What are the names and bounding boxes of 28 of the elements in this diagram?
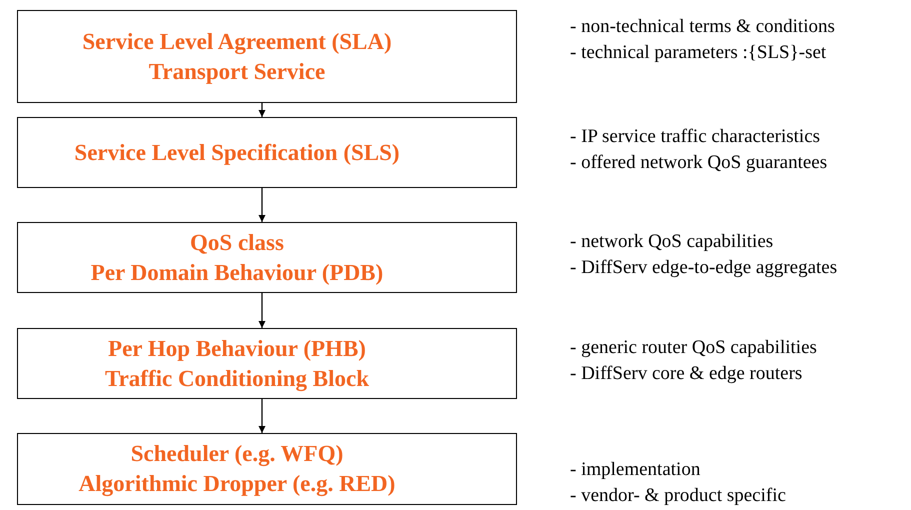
process-box — [17, 117, 517, 188]
bullet-note: - implementation — [570, 458, 702, 482]
box-label: Service Level Specification (SLS) — [74, 138, 400, 167]
box-label: Traffic Conditioning Block — [104, 364, 370, 394]
box-label: Per Hop Behaviour (PHB) — [108, 334, 366, 363]
process-box — [17, 433, 517, 505]
bullet-note: - DiffServ core & edge routers — [570, 362, 804, 386]
bullet-note: - network QoS capabilities — [570, 230, 774, 254]
bullet-note: - generic router QoS capabilities — [570, 336, 817, 360]
process-box — [17, 328, 517, 399]
box-label: Service Level Agreement (SLA) — [82, 28, 392, 56]
box-label: Scheduler (e.g. WFQ) — [130, 440, 344, 468]
bullet-note: - non-technical terms & conditions — [570, 15, 835, 39]
bullet-note: - offered network QoS guarantees — [570, 151, 828, 175]
box-label: QoS class — [190, 228, 284, 256]
arrow — [258, 399, 266, 433]
arrow — [258, 103, 266, 117]
process-box — [17, 10, 517, 103]
bullet-note: - technical parameters :{SLS}-set — [570, 41, 828, 65]
bullet-note: - vendor- & product specific — [570, 484, 786, 508]
bullet-note: - DiffServ edge-to-edge aggregates — [570, 256, 838, 280]
process-box — [17, 222, 517, 293]
arrow — [258, 188, 266, 222]
box-label: Per Domain Behaviour (PDB) — [90, 258, 384, 287]
arrow — [258, 293, 266, 328]
bullet-note: - IP service traffic characteristics — [570, 125, 822, 149]
box-label: Algorithmic Dropper (e.g. RED) — [78, 470, 396, 498]
box-label: Transport Service — [148, 58, 326, 86]
